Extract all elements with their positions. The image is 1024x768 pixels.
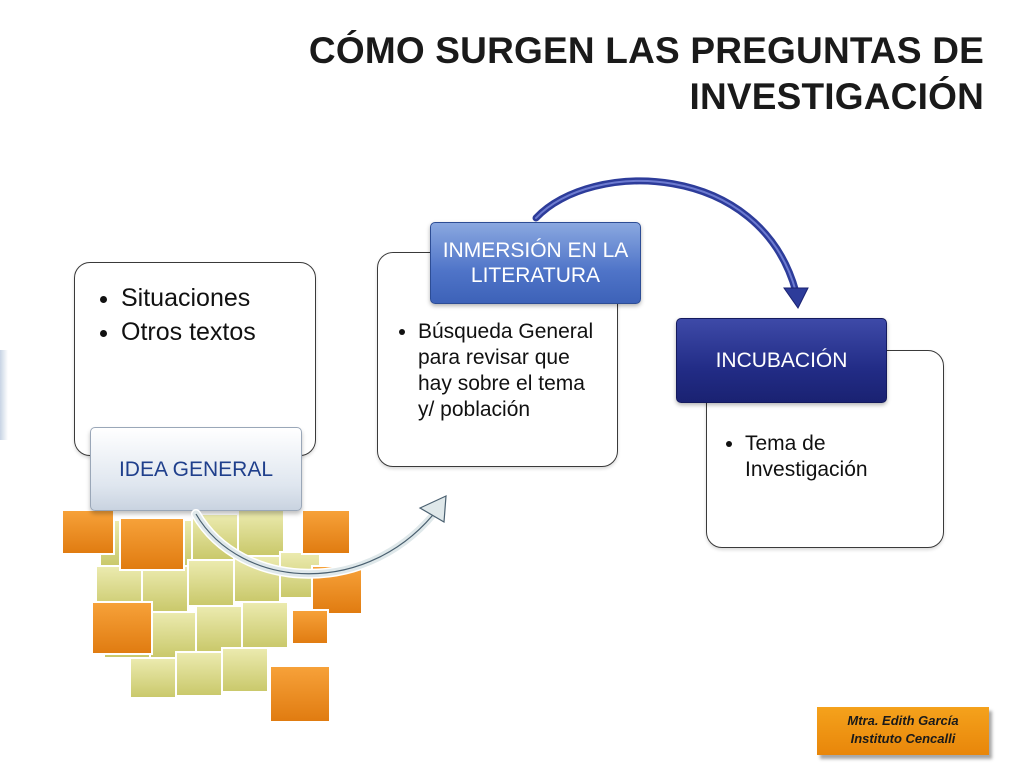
- left-edge-decoration: [0, 350, 8, 440]
- slide-title: CÓMO SURGEN LAS PREGUNTAS DE INVESTIGACI…: [220, 28, 984, 120]
- bullet-item: Otros textos: [121, 315, 315, 349]
- title-line-1: CÓMO SURGEN LAS PREGUNTAS DE: [308, 30, 984, 71]
- step-label-incubacion: INCUBACIÓN: [676, 318, 887, 403]
- step-label-idea-general: IDEA GENERAL: [90, 427, 302, 511]
- bullet-item: Búsqueda General para revisar que hay so…: [418, 319, 603, 423]
- curved-arrow-1: [191, 495, 447, 579]
- bullet-list: Situaciones Otros textos: [75, 281, 315, 349]
- bullet-list: Tema de Investigación: [707, 431, 943, 483]
- curved-arrow-2: [532, 177, 809, 309]
- credit-institute: Instituto Cencalli: [850, 731, 956, 746]
- credit-name: Mtra. Edith García: [847, 713, 959, 728]
- bullet-item: Tema de Investigación: [745, 431, 943, 483]
- step-label-inmersion: INMERSIÓN EN LA LITERATURA: [430, 222, 641, 304]
- bullet-list: Búsqueda General para revisar que hay so…: [378, 319, 617, 423]
- card-idea-general: Situaciones Otros textos: [74, 262, 316, 456]
- bullet-item: Situaciones: [121, 281, 315, 315]
- title-line-2: INVESTIGACIÓN: [689, 76, 984, 117]
- author-credit: Mtra. Edith García Instituto Cencalli: [817, 707, 989, 755]
